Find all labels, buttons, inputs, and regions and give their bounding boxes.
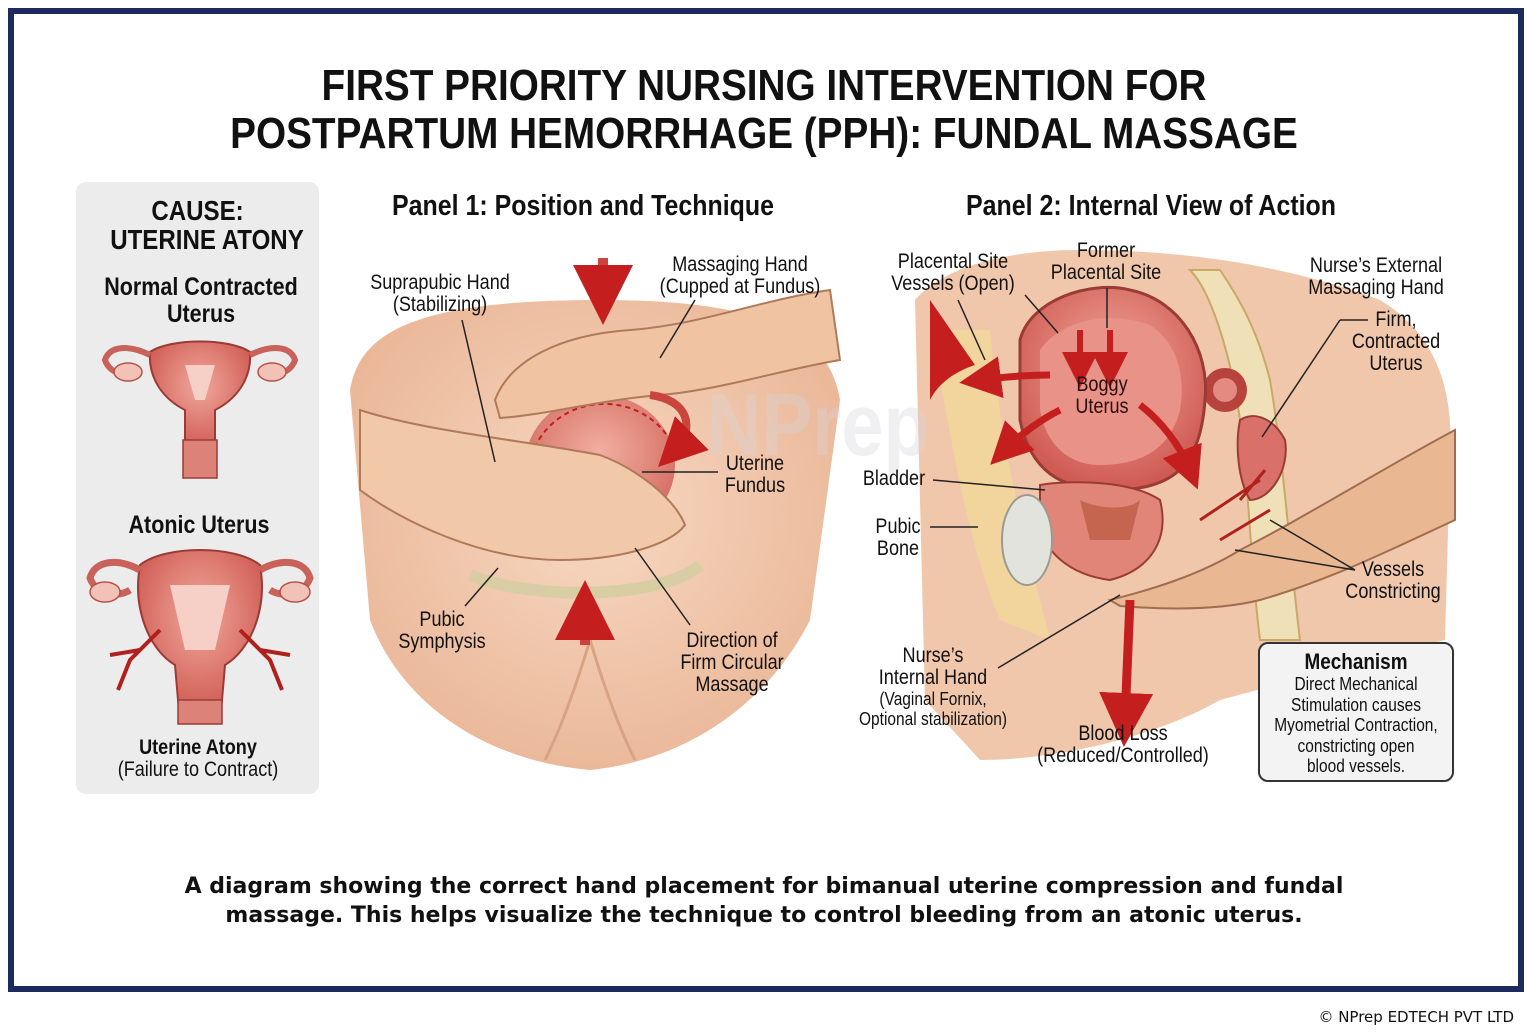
former-placental-site-label-line-2: Placental Site — [1050, 261, 1162, 284]
pubic-bone-label-line-2: Bone — [876, 537, 920, 560]
diagram-caption: A diagram showing the correct hand place… — [0, 872, 1528, 930]
former-placental-site-label-line-1: Former — [1076, 239, 1136, 262]
massaging-hand-label-line-2: (Cupped at Fundus) — [659, 275, 821, 298]
bladder-label: Bladder — [862, 467, 926, 490]
boggy-uterus-label-line-2: Uterus — [1075, 395, 1129, 418]
boggy-uterus-label-line-1: Boggy — [1076, 373, 1128, 396]
boggy-uterus-label: Boggy Uterus — [1068, 374, 1137, 418]
atonic-uterus-icon — [86, 549, 314, 725]
suprapubic-hand-label-line-2: (Stabilizing) — [392, 293, 488, 316]
caption-line-1: A diagram showing the correct hand place… — [184, 874, 1344, 899]
pubic-symphysis-label: Pubic Symphysis — [394, 609, 490, 653]
former-placental-site-label: Former Placental Site — [1046, 240, 1166, 284]
firm-uterus-label-line-1: Firm, — [1375, 308, 1417, 331]
uterine-fundus-label: Uterine Fundus — [718, 453, 792, 497]
uterine-fundus-label-line-2: Fundus — [724, 474, 786, 497]
vessels-constricting-label: Vessels Constricting — [1339, 559, 1447, 603]
vessels-constricting-label-line-1: Vessels — [1361, 558, 1425, 581]
uterine-fundus-label-line-1: Uterine — [725, 452, 785, 475]
placental-vessels-label-line-2: Vessels (Open) — [891, 272, 1015, 295]
massage-direction-label-line-3: Massage — [695, 673, 769, 696]
panel1-illustration — [350, 258, 842, 770]
placental-vessels-label-line-1: Placental Site — [897, 250, 1009, 273]
panel2-title: Panel 2: Internal View of Action — [966, 190, 1337, 222]
pubic-symphysis-label-line-2: Symphysis — [398, 630, 486, 653]
uterine-atony-subtitle: (Failure to Contract) — [117, 758, 279, 781]
vessels-constricting-label-line-2: Constricting — [1345, 580, 1441, 603]
massaging-hand-label: Massaging Hand (Cupped at Fundus) — [654, 254, 826, 298]
mechanism-line-2: Stimulation causes — [1291, 694, 1421, 715]
firm-uterus-label: Firm, Contracted Uterus — [1348, 309, 1444, 375]
mechanism-text: Mechanism Direct Mechanical Stimulation … — [1272, 650, 1441, 777]
internal-hand-label: Nurse’s Internal Hand (Vaginal Fornix, O… — [851, 644, 1014, 730]
cause-heading-line-2: UTERINE ATONY — [110, 224, 304, 255]
suprapubic-hand-label-line-1: Suprapubic Hand — [370, 271, 510, 294]
blood-loss-label-line-2: (Reduced/Controlled) — [1037, 744, 1209, 767]
external-hand-label: Nurse’s External Massaging Hand — [1304, 255, 1448, 299]
uterine-atony-title: Uterine Atony — [139, 736, 257, 759]
placental-vessels-label: Placental Site Vessels (Open) — [890, 251, 1016, 295]
mechanism-line-4: constricting open — [1297, 735, 1415, 756]
normal-uterus-label-line-2: Uterus — [166, 300, 236, 328]
normal-uterus-icon — [101, 340, 299, 479]
cause-heading: CAUSE: UTERINE ATONY — [110, 195, 304, 255]
external-hand-label-line-2: Massaging Hand — [1308, 276, 1444, 299]
title-line-2: POSTPARTUM HEMORRHAGE (PPH): FUNDAL MASS… — [230, 109, 1298, 158]
pubic-bone-label-line-1: Pubic — [875, 515, 921, 538]
blood-loss-label: Blood Loss (Reduced/Controlled) — [1033, 723, 1214, 767]
diagram-title: FIRST PRIORITY NURSING INTERVENTION FOR … — [92, 62, 1437, 158]
massage-direction-label-line-1: Direction of — [686, 629, 778, 652]
suprapubic-hand-label: Suprapubic Hand (Stabilizing) — [367, 272, 513, 316]
internal-hand-label-line-4: Optional stabilization) — [858, 709, 1008, 729]
massage-direction-label-line-2: Firm Circular — [680, 651, 784, 674]
mechanism-box — [1258, 642, 1454, 782]
normal-uterus-label: Normal Contracted Uterus — [102, 274, 300, 328]
massaging-hand-label-line-1: Massaging Hand — [672, 253, 808, 276]
copyright-notice: © NPrep EDTECH PVT LTD — [1318, 1008, 1514, 1026]
mechanism-line-1: Direct Mechanical — [1294, 674, 1418, 694]
pubic-symphysis-label-line-1: Pubic — [419, 608, 465, 631]
cause-heading-line-1: CAUSE: — [151, 195, 244, 226]
internal-hand-label-line-3: (Vaginal Fornix, — [879, 689, 987, 709]
massage-direction-label: Direction of Firm Circular Massage — [677, 630, 787, 696]
uterine-atony-label: Uterine Atony (Failure to Contract) — [102, 737, 295, 781]
internal-hand-label-line-2: Internal Hand — [878, 666, 988, 689]
external-hand-label-line-1: Nurse’s External — [1309, 254, 1443, 277]
firm-uterus-label-line-2: Contracted — [1351, 330, 1441, 353]
caption-line-2: massage. This helps visualize the techni… — [225, 903, 1303, 928]
panel1-title: Panel 1: Position and Technique — [392, 190, 775, 222]
internal-hand-label-line-1: Nurse’s — [902, 644, 964, 667]
pubic-bone-label: Pubic Bone — [870, 516, 925, 560]
panel2-illustration — [915, 250, 1456, 760]
mechanism-line-5: blood vessels. — [1306, 756, 1406, 776]
watermark-text: NPrep — [706, 375, 930, 474]
mechanism-title: Mechanism — [1304, 649, 1408, 674]
title-line-1: FIRST PRIORITY NURSING INTERVENTION FOR — [321, 61, 1207, 110]
atonic-uterus-label: Atonic Uterus — [128, 511, 270, 539]
mechanism-line-3: Myometrial Contraction, — [1274, 715, 1438, 735]
firm-uterus-label-line-3: Uterus — [1369, 352, 1423, 375]
normal-uterus-label-line-1: Normal Contracted — [104, 273, 298, 301]
blood-loss-label-line-1: Blood Loss — [1078, 722, 1168, 745]
